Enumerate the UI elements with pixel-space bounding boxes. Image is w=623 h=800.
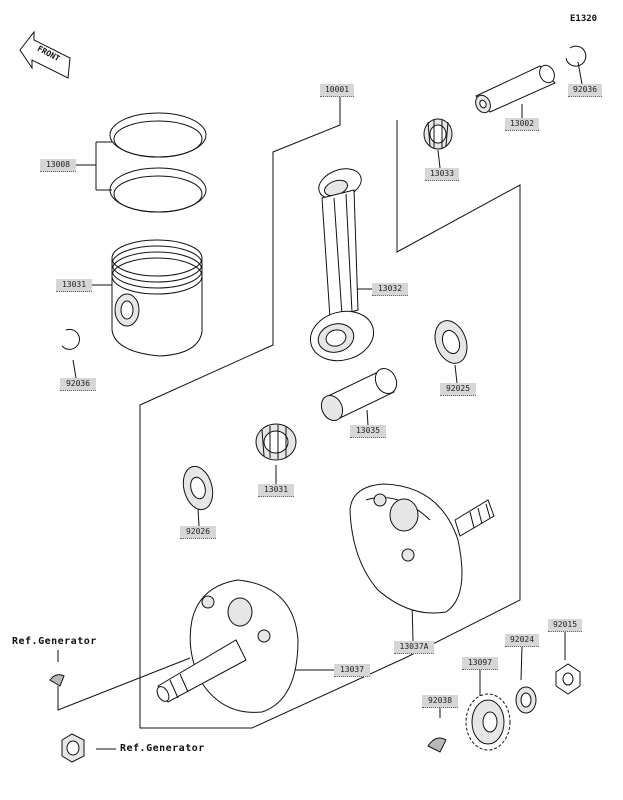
part-label-13031-piston[interactable]: 13031: [56, 279, 92, 292]
thrust-washer-left: [182, 465, 214, 511]
part-label-92036-left[interactable]: 92036: [60, 378, 96, 391]
part-label-13097[interactable]: 13097: [462, 657, 498, 670]
drive-gear: [465, 693, 511, 751]
part-label-92015[interactable]: 92015: [548, 619, 582, 632]
generator-nut: [61, 733, 85, 763]
crankshaft-right: [349, 483, 495, 614]
part-label-13032[interactable]: 13032: [372, 283, 408, 296]
circlip-top: [565, 45, 587, 67]
ref-generator-top[interactable]: Ref.Generator: [12, 636, 97, 647]
connecting-rod: [309, 168, 375, 362]
piston: [111, 239, 203, 357]
front-arrow-icon: FRONT: [19, 30, 71, 79]
big-end-bearing: [255, 423, 297, 461]
leader-lines: [57, 61, 583, 750]
part-label-13037[interactable]: 13037: [334, 664, 370, 677]
part-label-13031-bearing[interactable]: 13031: [258, 484, 294, 497]
diagram-code: E1320: [570, 14, 598, 24]
part-label-92024[interactable]: 92024: [505, 634, 539, 647]
hex-nut: [555, 663, 581, 695]
lock-washer: [515, 686, 537, 714]
thrust-washer-right: [434, 320, 468, 364]
part-label-13037a[interactable]: 13037A: [394, 641, 434, 654]
piston-rings: [109, 112, 207, 213]
generator-key: [49, 674, 65, 687]
part-label-10001[interactable]: 10001: [320, 84, 354, 97]
part-label-13033[interactable]: 13033: [425, 168, 459, 181]
part-label-92038[interactable]: 92038: [422, 695, 458, 708]
crank-pin: [320, 367, 398, 422]
part-label-13002[interactable]: 13002: [505, 118, 539, 131]
part-label-13035[interactable]: 13035: [350, 425, 386, 438]
crankshaft-left: [156, 579, 299, 713]
part-label-92026[interactable]: 92026: [180, 526, 216, 539]
part-label-92036-top[interactable]: 92036: [568, 84, 602, 97]
part-label-92025[interactable]: 92025: [440, 383, 476, 396]
circlip-left: [61, 328, 80, 350]
ref-generator-bottom[interactable]: Ref.Generator: [120, 743, 205, 754]
assembly-frame: [139, 120, 521, 729]
woodruff-key: [427, 737, 447, 753]
part-label-13008[interactable]: 13008: [40, 159, 76, 172]
piston-pin: [475, 64, 556, 114]
small-end-bearing: [423, 118, 453, 150]
